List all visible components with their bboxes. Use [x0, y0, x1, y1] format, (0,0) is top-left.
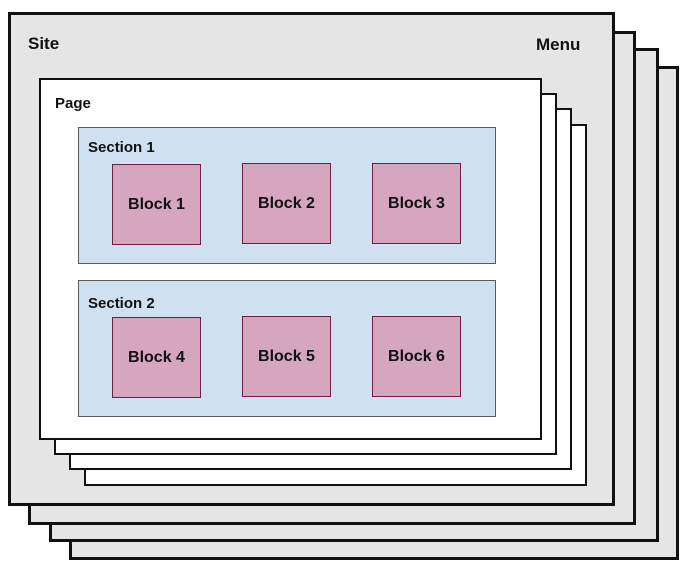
block-5: Block 5 — [242, 316, 331, 397]
block-4: Block 4 — [112, 317, 201, 398]
block-6: Block 6 — [372, 316, 461, 397]
block-1: Block 1 — [112, 164, 201, 245]
menu-label: Menu — [536, 35, 581, 54]
site-label: Site — [28, 34, 60, 53]
block-2: Block 2 — [242, 163, 331, 244]
block-3: Block 3 — [372, 163, 461, 244]
section-1-label: Section 1 — [88, 139, 155, 156]
section-2-label: Section 2 — [88, 295, 155, 312]
page-label: Page — [55, 95, 91, 112]
